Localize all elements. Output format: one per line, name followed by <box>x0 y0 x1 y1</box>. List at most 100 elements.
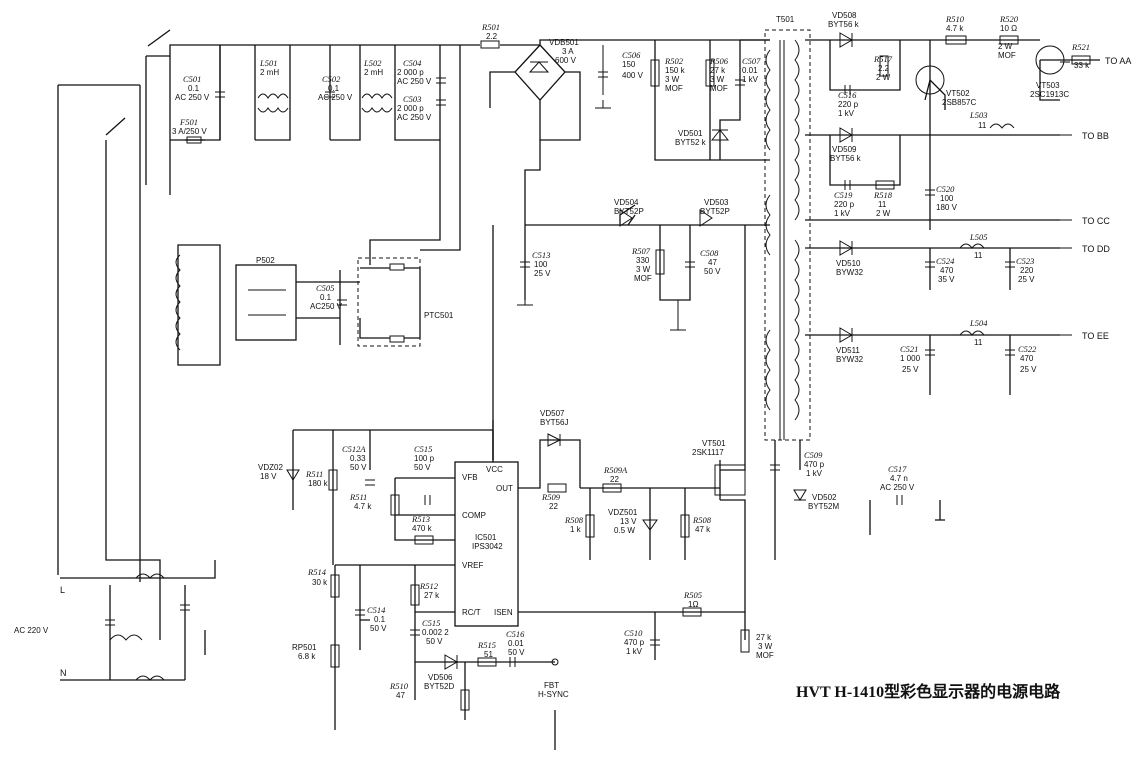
label-c504: C504 <box>403 58 422 68</box>
label-vd509: VD509 <box>832 145 857 154</box>
input-fbt: FBT <box>544 681 559 690</box>
label-r515: R515 <box>477 640 496 650</box>
label-r511: R511 <box>305 469 323 479</box>
label-c519-value: 220 p <box>834 200 855 209</box>
label-r512: R512 <box>419 581 439 591</box>
ic-pin-vref: VREF <box>462 561 483 570</box>
label-r518-rating: 2 W <box>876 209 891 218</box>
label-c505-value: 0.1 <box>320 293 332 302</box>
label-vt503: VT503 <box>1036 81 1060 90</box>
label-r502-type: MOF <box>665 84 683 93</box>
label-c523-rating: 25 V <box>1018 275 1035 284</box>
label-r505-value: 1Ω <box>688 600 698 609</box>
label-c514-value: 0.1 <box>374 615 386 624</box>
label-c524: C524 <box>936 256 955 266</box>
secondary-outputs <box>805 32 1100 395</box>
label-vdz02: VDZ02 <box>258 463 283 472</box>
label-r517-value: 2.2 <box>878 64 890 73</box>
label-c516b-rating: 50 V <box>508 648 525 657</box>
label-c501-value: 0.1 <box>188 84 200 93</box>
label-c512a-value: 0.33 <box>350 454 366 463</box>
label-c517-value: 4.7 n <box>890 474 908 483</box>
label-vd501: VD501 <box>678 129 703 138</box>
label-c513: C513 <box>532 250 550 260</box>
label-c510-value: 470 p <box>624 638 645 647</box>
label-c510-rating: 1 kV <box>626 647 643 656</box>
ic-name: IC501 <box>475 533 497 542</box>
label-c507-rating: 1 kV <box>742 75 759 84</box>
label-vd508: VD508 <box>832 11 857 20</box>
label-c520-value: 100 <box>940 194 954 203</box>
label-c509: C509 <box>804 450 823 460</box>
label-r510-value: 4.7 k <box>946 24 964 33</box>
label-vd502: VD502 <box>812 493 837 502</box>
label-vd506: VD506 <box>428 673 453 682</box>
label-c519-rating: 1 kV <box>834 209 851 218</box>
label-r514: R514 <box>307 567 327 577</box>
label-vdz501: VDZ501 <box>608 508 638 517</box>
label-r27k-rating: 3 W <box>758 642 773 651</box>
label-c516b: C516 <box>506 629 525 639</box>
label-r520-type: MOF <box>998 51 1016 60</box>
label-c523-value: 220 <box>1020 266 1034 275</box>
label-c508-rating: 50 V <box>704 267 721 276</box>
label-r502: R502 <box>664 56 684 66</box>
label-r518: R518 <box>873 190 893 200</box>
transformer-t501 <box>764 29 811 441</box>
label-c523: C523 <box>1016 256 1034 266</box>
label-r514-value: 30 k <box>312 578 328 587</box>
label-vt501-part: 2SK1117 <box>692 448 724 457</box>
output-cc: TO CC <box>1082 216 1110 226</box>
label-c507: C507 <box>742 56 761 66</box>
label-r508: R508 <box>564 515 584 525</box>
label-vdz501-rating: 0.5 W <box>614 526 635 535</box>
label-vdz02-value: 18 V <box>260 472 277 481</box>
ic-part: IPS3042 <box>472 542 503 551</box>
label-r511b: R511 <box>349 492 367 502</box>
label-c515-value: 100 p <box>414 454 435 463</box>
label-r506: R506 <box>709 56 729 66</box>
label-c503-rating: AC 250 V <box>397 113 432 122</box>
label-r513: R513 <box>411 514 430 524</box>
label-r510b-value: 47 <box>396 691 405 700</box>
label-c507-value: 0.01 <box>742 66 758 75</box>
label-t501: T501 <box>776 15 795 24</box>
label-vdb501-value: 3 A <box>562 47 574 56</box>
label-c515b-rating: 50 V <box>426 637 443 646</box>
ic-pin-isen: ISEN <box>494 608 513 617</box>
label-c521-rating: 25 V <box>902 365 919 374</box>
io-labels: AC 220 V L N FBT H-SYNC TO AA TO BB TO C… <box>14 56 1131 699</box>
ic-pin-out: OUT <box>496 484 513 493</box>
label-l501: L501 <box>259 58 277 68</box>
label-c504-value: 2 000 p <box>397 68 424 77</box>
label-c508-value: 47 <box>708 258 717 267</box>
label-vd511-part: BYW32 <box>836 355 864 364</box>
label-r518-value: 11 <box>878 200 887 209</box>
label-c503-value: 2 000 p <box>397 104 424 113</box>
label-f501-value: 3 A/250 V <box>172 127 207 136</box>
label-c512a-rating: 50 V <box>350 463 367 472</box>
label-r512-value: 27 k <box>424 591 440 600</box>
label-r508b-value: 47 k <box>695 525 711 534</box>
label-c509-value: 470 p <box>804 460 825 469</box>
control-circuit <box>286 225 945 750</box>
label-c510: C510 <box>624 628 643 638</box>
label-c520: C520 <box>936 184 955 194</box>
label-c501: C501 <box>183 74 201 84</box>
label-c516-rating: 1 kV <box>838 109 855 118</box>
label-vd501-part: BYT52 k <box>675 138 707 147</box>
label-c516-value: 220 p <box>838 100 859 109</box>
label-r509a: R509A <box>603 465 628 475</box>
input-l: L <box>60 585 65 595</box>
label-c522-rating: 25 V <box>1020 365 1037 374</box>
input-ac: AC 220 V <box>14 626 49 635</box>
label-r507-type: MOF <box>634 274 652 283</box>
label-l504: L504 <box>969 318 988 328</box>
input-hsync: H-SYNC <box>538 690 569 699</box>
label-c520-rating: 180 V <box>936 203 958 212</box>
label-vd503-part: BYT52P <box>700 207 730 216</box>
label-r520-value: 10 Ω <box>1000 24 1017 33</box>
label-r507-value: 330 <box>636 256 650 265</box>
